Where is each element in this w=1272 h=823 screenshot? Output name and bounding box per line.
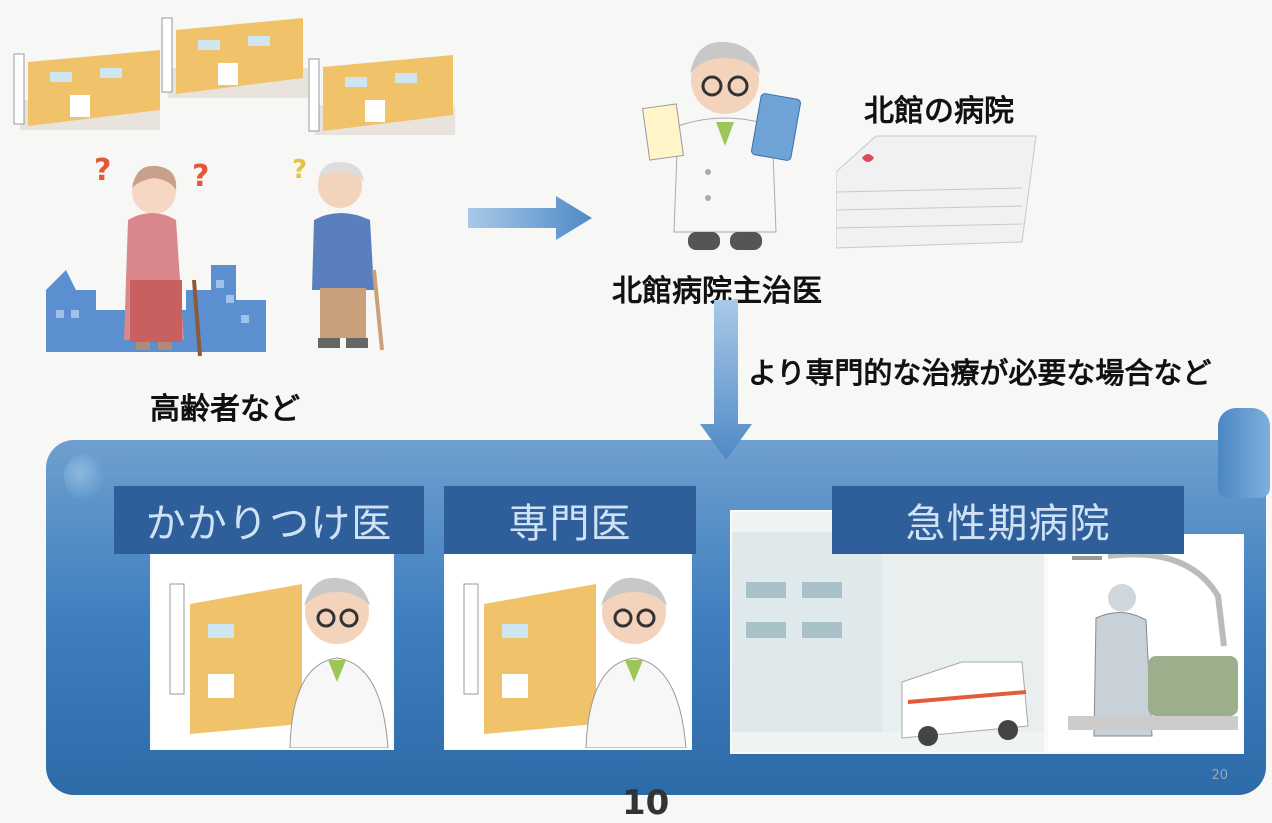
- document-page-number: 10: [622, 783, 670, 823]
- specialist-card: [444, 552, 692, 750]
- hospital-building-illustration: [836, 135, 1037, 249]
- family-doctor-card: [150, 552, 394, 750]
- down-arrow-icon: [700, 300, 752, 460]
- acute-hospital-treatment-card: [1046, 534, 1244, 754]
- scroll-curl-decoration: [64, 454, 104, 500]
- doctor-illustration: [641, 41, 801, 250]
- clinic-with-doctor-illustration: [169, 577, 389, 749]
- clinic-building-illustration: [13, 50, 160, 130]
- right-arrow-icon: [468, 196, 592, 240]
- elderly-man-illustration: ?: [292, 155, 384, 351]
- destination-heading-family-doctor: かかりつけ医: [114, 486, 424, 554]
- svg-text:?: ?: [94, 153, 111, 188]
- elderly-woman-illustration: ? ?: [94, 153, 209, 357]
- slide-page-number: 20: [1211, 768, 1228, 783]
- clinic-building-illustration: [161, 17, 308, 98]
- destination-heading-acute-hospital: 急性期病院: [832, 486, 1184, 554]
- svg-text:?: ?: [192, 159, 209, 194]
- clinic-building-illustration: [308, 55, 455, 135]
- city-skyline-illustration: [46, 265, 266, 352]
- operating-room-illustration: [1068, 551, 1238, 737]
- hospital-and-ambulance-illustration: [732, 532, 1044, 746]
- referral-destination-panel: かかりつけ医 専門医 急性期病院 20: [46, 408, 1270, 795]
- flow-condition-label: より専門的な治療が必要な場合など: [748, 356, 1212, 390]
- scroll-curl-decoration: [1218, 408, 1270, 498]
- hospital-north-label: 北館の病院: [864, 94, 1014, 129]
- clinic-with-doctor-illustration: [463, 577, 687, 749]
- destination-heading-specialist: 専門医: [444, 486, 696, 554]
- svg-text:?: ?: [292, 155, 307, 185]
- elderly-label: 高齢者など: [150, 392, 300, 427]
